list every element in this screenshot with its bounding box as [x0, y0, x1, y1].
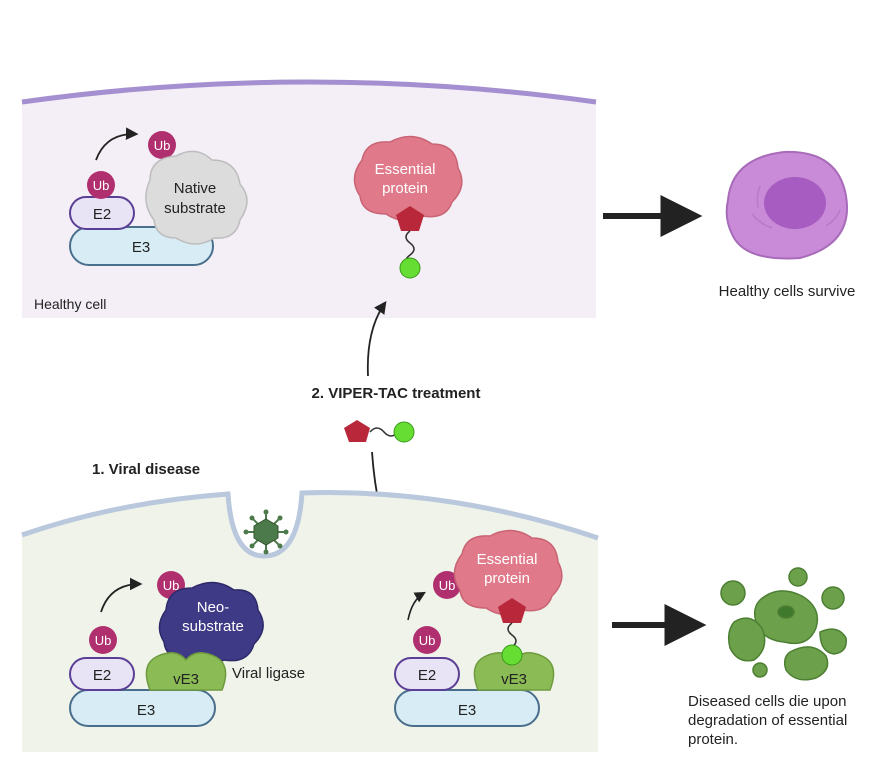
ub-transferred-label: Ub: [439, 578, 456, 593]
diseased-cell-illustration: [720, 567, 847, 681]
essential-protein: [353, 135, 463, 222]
ubiquitin-transferred: [433, 571, 461, 599]
native-substrate-label-2: substrate: [164, 200, 226, 217]
essential-protein: [453, 529, 563, 616]
native-substrate: [145, 150, 248, 245]
diseased-outcome-line-3: protein.: [688, 731, 738, 748]
viral-ligase-label: Viral ligase: [232, 665, 305, 682]
ubiquitin-on-e2: [89, 626, 117, 654]
arrow-up-to-healthy: [366, 300, 387, 377]
e2-label: E2: [93, 667, 111, 684]
ubiquitin-on-e2: [413, 626, 441, 654]
e2-enzyme: [69, 657, 135, 691]
viper-tac-ternary-complex: E3 E2 Ub Ub Essential protein vE3: [394, 529, 563, 727]
ubiquitin-transferred: [148, 131, 176, 159]
virus: [243, 509, 289, 555]
viper-tac-ligand: [393, 421, 415, 443]
ubiquitin-on-e2: [87, 171, 115, 199]
essential-protein-label-1: Essential: [477, 551, 538, 568]
e3-binding-ligand: [399, 257, 421, 279]
viper-tac-linker: [369, 427, 399, 437]
e3-binding-ligand: [501, 644, 523, 666]
ub-transfer-arrow: [100, 577, 143, 613]
neo-substrate-label-2: substrate: [182, 618, 244, 635]
essential-protein-label-2: protein: [484, 570, 530, 587]
e3-label: E3: [458, 702, 476, 719]
e2-label: E2: [93, 206, 111, 223]
neo-substrate-label-1: Neo-: [197, 599, 230, 616]
top-essential-protein-group: Essential protein: [353, 135, 463, 279]
nucleus: [764, 177, 826, 229]
healthy-outcome-label: Healthy cells survive: [719, 283, 856, 300]
e3-ligase: [394, 689, 540, 727]
diseased-outcome-line-1: Diseased cells die upon: [688, 693, 846, 710]
linker: [507, 622, 517, 648]
ub-on-e2-label: Ub: [95, 633, 112, 648]
viper-tac-molecule: [344, 420, 415, 443]
ub-transfer-arrow: [95, 127, 139, 161]
neo-substrate: [158, 581, 264, 666]
ve3-label: vE3: [173, 671, 199, 688]
diseased-outcome-line-2: degradation of essential: [688, 712, 847, 729]
warhead: [396, 206, 424, 231]
ub-transferred-label: Ub: [154, 138, 171, 153]
essential-protein-label-2: protein: [382, 180, 428, 197]
viral-disease-label: 1. Viral disease: [92, 461, 200, 478]
native-substrate-label-1: Native: [174, 180, 217, 197]
e2-enzyme: [394, 657, 460, 691]
ub-on-e2-label: Ub: [93, 178, 110, 193]
essential-protein-label-1: Essential: [375, 161, 436, 178]
warhead: [498, 598, 526, 623]
top-ligase-complex: E3 E2 Ub Ub Native substrate: [69, 127, 248, 266]
e3-label: E3: [137, 702, 155, 719]
healthy-cell-illustration: [725, 150, 848, 260]
viral-e3-ligase: [145, 652, 227, 691]
viral-ligase-complex: E3 E2 Ub Ub Neo- substrate vE3 Viral lig…: [69, 571, 305, 727]
ub-on-e2-label: Ub: [419, 633, 436, 648]
ub-transfer-arrow: [407, 591, 426, 621]
healthy-cell-label: Healthy cell: [34, 296, 106, 312]
e2-label: E2: [418, 667, 436, 684]
e3-ligase: [69, 689, 216, 727]
ve3-label: vE3: [501, 671, 527, 688]
viper-tac-warhead: [344, 420, 370, 442]
treatment-label: 2. VIPER-TAC treatment: [312, 385, 481, 402]
e3-label: E3: [132, 239, 150, 256]
ub-transferred-label: Ub: [163, 578, 180, 593]
